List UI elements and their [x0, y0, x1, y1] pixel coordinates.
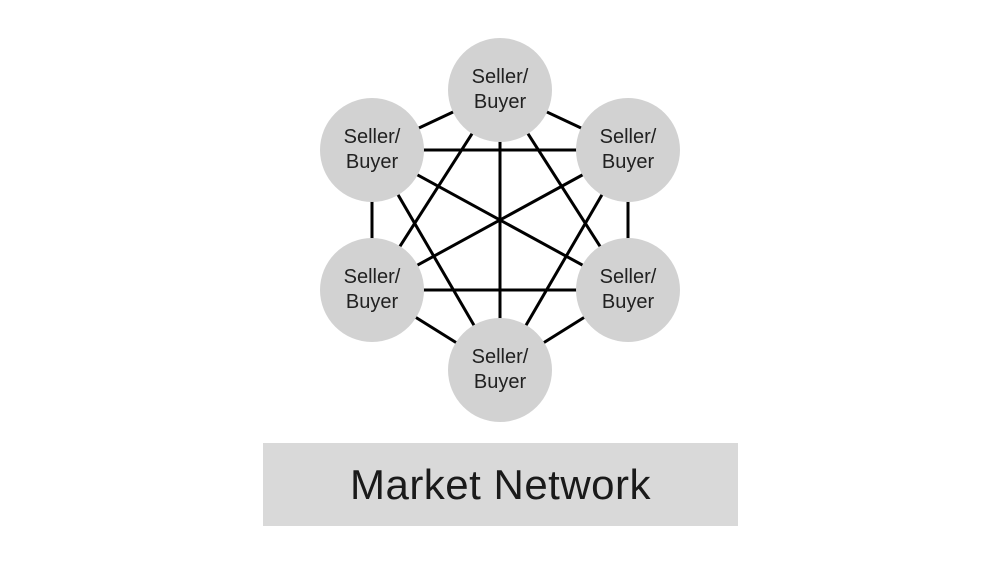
diagram-title: Market Network [349, 460, 652, 508]
node-circle-lower-right [576, 238, 680, 342]
title-box: Market Network [263, 443, 738, 526]
node-circle-upper-left [320, 98, 424, 202]
node-circle-lower-left [320, 238, 424, 342]
node-circle-upper-right [576, 98, 680, 202]
node-circle-top [448, 38, 552, 142]
node-circle-bottom [448, 318, 552, 422]
